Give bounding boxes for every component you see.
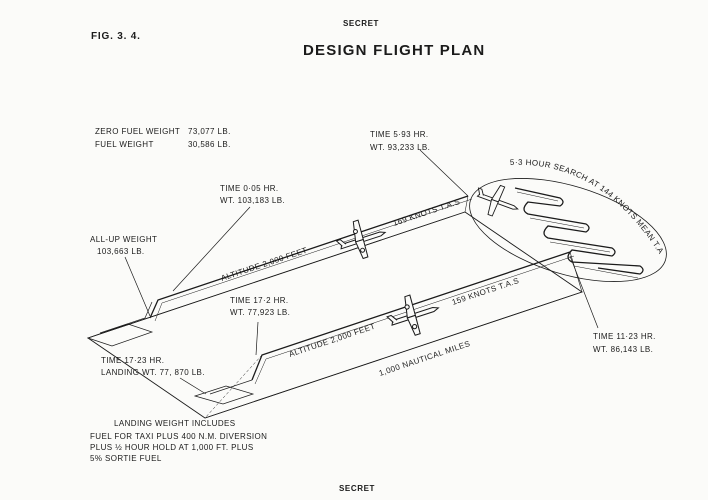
descent-ground-track: [209, 379, 253, 395]
descent-weight: WT. 77,923 LB.: [230, 308, 291, 317]
classification-bottom: SECRET: [339, 484, 376, 493]
zero-fuel-weight-value: 73,077 LB.: [188, 127, 231, 136]
leader-climb: [172, 206, 251, 292]
search-start-time: TIME 5·93 HR.: [370, 130, 429, 139]
outbound-altitude-label: ALTITUDE 2,000 FEET: [220, 246, 309, 283]
outbound-ground-track: [99, 301, 153, 334]
all-up-weight-value: 103,663 LB.: [97, 247, 145, 256]
fuel-weight-label: FUEL WEIGHT: [95, 140, 154, 149]
classification-top: SECRET: [343, 19, 380, 28]
figure-number: FIG. 3. 4.: [91, 31, 141, 42]
outbound-track-shadow: [154, 198, 473, 322]
search-start-weight: WT. 93,233 LB.: [370, 143, 431, 152]
climb-time: TIME 0·05 HR.: [220, 184, 279, 193]
takeoff-airfield: [86, 323, 154, 347]
climb-weight: WT. 103,183 LB.: [220, 196, 286, 205]
aircraft-outbound-icon: [335, 219, 387, 260]
landing-airfield: [193, 385, 255, 405]
leader-all-up: [124, 256, 151, 317]
zero-fuel-weight-label: ZERO FUEL WEIGHT: [95, 127, 181, 136]
ground-front-line: [204, 291, 583, 419]
note-line: PLUS ½ HOUR HOLD AT 1,000 FT. PLUS: [90, 443, 254, 452]
aircraft-return-icon: [386, 294, 440, 336]
all-up-weight-label: ALL-UP WEIGHT: [90, 235, 158, 244]
return-track-shadow: [254, 255, 575, 385]
outbound-track: [149, 195, 469, 319]
landing-time: TIME 17·23 HR.: [101, 356, 165, 365]
search-end-time: TIME 11·23 HR.: [593, 332, 656, 341]
page-title: DESIGN FLIGHT PLAN: [303, 42, 486, 59]
leader-descent: [255, 321, 259, 356]
note-line: 5% SORTIE FUEL: [90, 454, 162, 463]
drop-line-descent: [204, 354, 263, 419]
search-area-outline: [469, 178, 667, 282]
outbound-speed-label: 169 KNOTS T.A.S: [392, 197, 462, 228]
leader-search-start: [419, 149, 469, 197]
fuel-weight-value: 30,586 LB.: [188, 140, 231, 149]
return-altitude-label: ALTITUDE 2,000 FEET: [288, 322, 377, 359]
leader-search-end: [569, 255, 599, 329]
ground-plane-outline: [86, 211, 584, 419]
leader-landing: [179, 377, 207, 395]
search-end-weight: WT. 86,143 LB.: [593, 345, 654, 354]
ground-inner-line: [99, 216, 451, 335]
aircraft-search-icon: [476, 184, 519, 217]
note-line: FUEL FOR TAXI PLUS 400 N.M. DIVERSION: [90, 432, 268, 441]
note-heading: LANDING WEIGHT INCLUDES: [114, 419, 236, 428]
search-pattern-shadow: [516, 191, 639, 279]
landing-weight: LANDING WT. 77, 870 LB.: [101, 368, 205, 377]
descent-time: TIME 17·2 HR.: [230, 296, 289, 305]
drop-line-search-start: [464, 195, 469, 213]
